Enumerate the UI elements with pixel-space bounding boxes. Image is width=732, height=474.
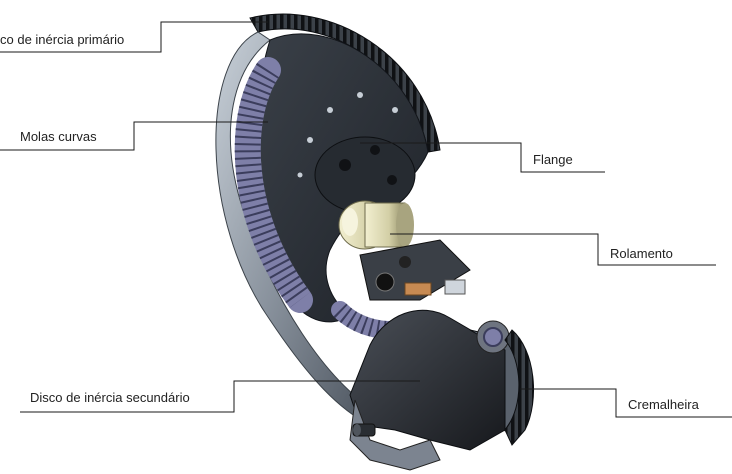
label-flange: Flange [360, 142, 605, 173]
label-curved-springs: Molas curvas [0, 121, 268, 151]
flywheel-body [215, 13, 535, 471]
label-bearing: Rolamento [390, 233, 716, 266]
secondary-disc [349, 309, 506, 451]
label-secondary-disc: Disco de inércia secundário [20, 380, 420, 413]
ring-gear-teeth [504, 329, 535, 446]
label-ring-gear: Cremalheira [520, 388, 732, 418]
label-curved-springs-text: Molas curvas [20, 129, 97, 144]
mount-foot [349, 399, 441, 471]
plate-holes [297, 92, 398, 178]
label-bearing-text: Rolamento [610, 246, 673, 261]
spring-section [476, 320, 510, 354]
label-ring-gear-text: Cremalheira [628, 397, 700, 412]
label-secondary-disc-text: Disco de inércia secundário [30, 390, 190, 405]
label-primary-disc: co de inércia primário [0, 21, 268, 53]
bearing [338, 200, 414, 250]
label-flange-text: Flange [533, 152, 573, 167]
primary-ring-gear-teeth [249, 13, 441, 153]
hub-mechanism [359, 239, 471, 301]
label-primary-disc-text: co de inércia primário [0, 32, 124, 47]
